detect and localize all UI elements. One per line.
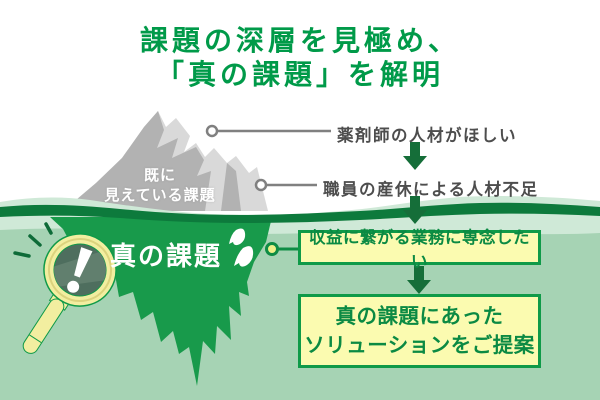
page-title-line1: 課題の深層を見極め、: [139, 25, 460, 56]
sparkle-lines: [13, 222, 53, 258]
quote-mark-icon: [229, 228, 254, 267]
waterline-stripe: [0, 202, 600, 223]
solution-text-line1: 真の課題にあった: [335, 305, 504, 328]
connector-dot-icon: [265, 242, 279, 256]
callout-staff-shortage: 職員の産休による人材不足: [323, 181, 539, 199]
solution-box: 真の課題にあった ソリューションをご提案: [298, 294, 541, 368]
solution-text-line2: ソリューションをご提案: [304, 334, 535, 357]
callout-pharmacist-need: 薬剤師の人材がほしい: [337, 127, 517, 145]
hidden-issue-text: 収益に繋がる業務に専念したい: [309, 228, 530, 271]
true-issue-label: 真の課題: [109, 241, 222, 271]
connector-dot-icon: [205, 124, 219, 138]
visible-issues-label: 既に 見えている課題: [104, 167, 216, 204]
page-title-line2: 「真の課題」を解明: [155, 59, 444, 90]
connector-dot-icon: [254, 178, 268, 192]
down-arrow-icon: [403, 142, 427, 170]
page-title: 課題の深層を見極め、 「真の課題」を解明: [0, 24, 600, 92]
down-arrow-icon: [403, 196, 427, 224]
iceberg-above-water: [63, 111, 268, 211]
down-arrow-icon: [407, 266, 431, 294]
hidden-issue-box: 収益に繋がる業務に専念したい: [298, 229, 541, 271]
connector-2: [254, 178, 317, 192]
connector-3: [265, 242, 298, 256]
exclamation-mark-icon: [67, 247, 93, 293]
connector-1: [205, 124, 331, 138]
